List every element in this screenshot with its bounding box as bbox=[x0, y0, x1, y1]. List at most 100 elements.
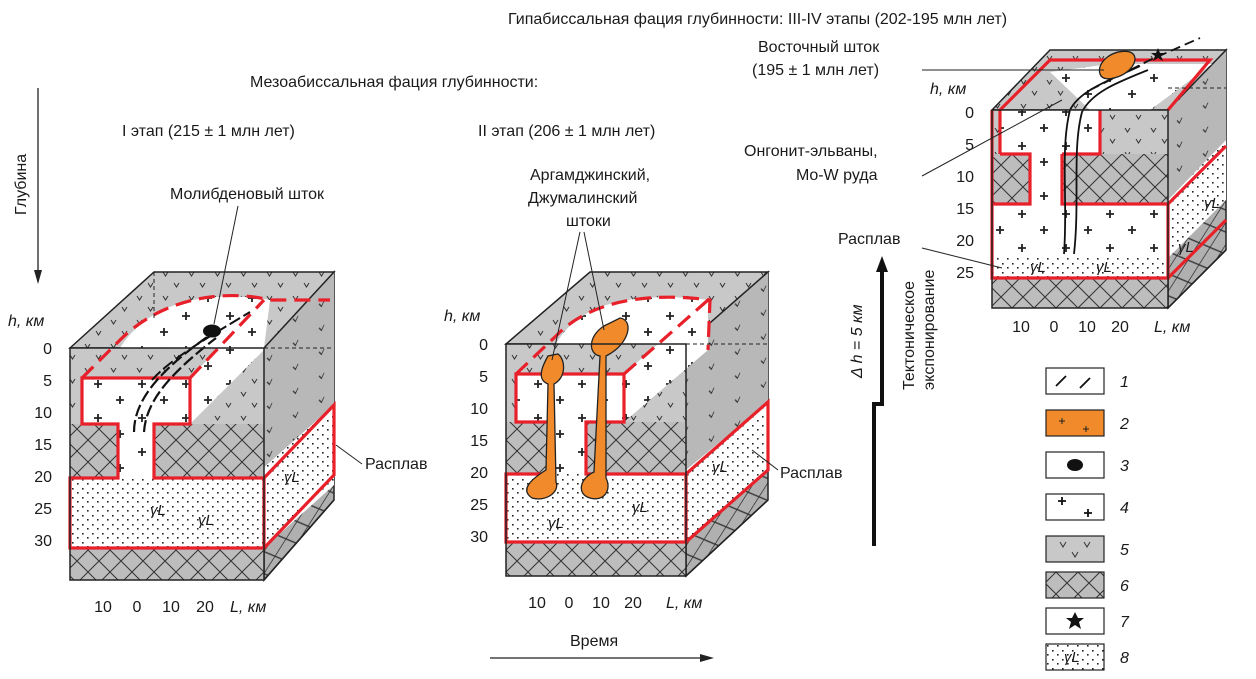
legend-item-7: 7 bbox=[1045, 607, 1130, 635]
h-tick-label: 15 bbox=[34, 437, 52, 454]
h-tick-label: 30 bbox=[34, 533, 52, 550]
legend-num: 3 bbox=[1120, 458, 1129, 475]
time-arrow-head bbox=[700, 654, 714, 662]
gamma-label: γL bbox=[548, 515, 564, 532]
h-axis-label: h, км bbox=[8, 313, 44, 330]
legend-item-3: 3 bbox=[1045, 451, 1129, 479]
h-tick-label: 10 bbox=[470, 401, 488, 418]
stage2-title: II этап (206 ± 1 млн лет) bbox=[478, 123, 655, 140]
h-tick-label: 25 bbox=[470, 497, 488, 514]
h-tick-label: 5 bbox=[43, 373, 52, 390]
h-ticks-stage1: 0 5 10 15 20 25 30 bbox=[34, 341, 52, 550]
l-tick-label: 0 bbox=[1050, 319, 1059, 336]
molybdenum-pointer bbox=[213, 205, 239, 325]
legend-gamma: γL bbox=[1064, 649, 1080, 666]
gamma-label: γL bbox=[712, 459, 728, 476]
block-stage1: γL γL γL bbox=[68, 270, 336, 582]
legend-num: 4 bbox=[1120, 500, 1129, 517]
legend-num: 8 bbox=[1120, 650, 1129, 667]
time-axis-label: Время bbox=[570, 633, 618, 650]
gamma-label: γL bbox=[150, 502, 166, 519]
h-axis-label: h, км bbox=[930, 81, 966, 98]
h-tick-label: 20 bbox=[34, 469, 52, 486]
l-tick-label: 10 bbox=[94, 599, 112, 616]
dzhumalin-stock bbox=[580, 317, 629, 500]
gamma-label: γL bbox=[198, 512, 214, 529]
h-tick-label: 20 bbox=[956, 233, 974, 250]
stocks-label-3: штоки bbox=[566, 213, 611, 230]
gamma-label: γL bbox=[1178, 239, 1194, 256]
l-axis-label: L, км bbox=[1154, 319, 1190, 336]
h-tick-label: 10 bbox=[34, 405, 52, 422]
east-stock-label-1: Восточный шток bbox=[758, 39, 880, 56]
stage1-title: I этап (215 ± 1 млн лет) bbox=[122, 123, 295, 140]
h-tick-label: 0 bbox=[43, 341, 52, 358]
h-axis-label: h, км bbox=[444, 308, 480, 325]
legend: 1 2 3 4 5 6 7 bbox=[1045, 367, 1130, 671]
legend-item-5: 5 bbox=[1045, 535, 1129, 563]
l-tick-label: 10 bbox=[528, 595, 546, 612]
depth-arrow-head bbox=[34, 270, 42, 284]
gamma-label: γL bbox=[284, 469, 300, 486]
east-stock bbox=[1098, 50, 1136, 80]
h-tick-label: 15 bbox=[470, 433, 488, 450]
h-tick-label: 0 bbox=[965, 105, 974, 122]
stocks-label-1: Аргамджинский, bbox=[530, 167, 650, 184]
depth-axis-label: Глубина bbox=[13, 154, 30, 215]
gamma-label: γL bbox=[1204, 195, 1220, 212]
melt-label-stage1: Расплав bbox=[365, 456, 427, 473]
h-tick-label: 30 bbox=[470, 529, 488, 546]
l-tick-label: 20 bbox=[624, 595, 642, 612]
l-axis-label: L, км bbox=[230, 599, 266, 616]
stocks-pointer-1 bbox=[551, 231, 581, 361]
legend-num: 2 bbox=[1119, 416, 1129, 433]
molybdenum-label: Молибденовый шток bbox=[170, 186, 325, 203]
ongonite-label-1: Онгонит-эльваны, bbox=[744, 143, 878, 160]
ongonite-pointer bbox=[921, 99, 1063, 177]
star-icon bbox=[1151, 48, 1165, 61]
melt-pointer-stage2 bbox=[751, 449, 779, 471]
meso-title: Мезоабиссальная фация глубинности: bbox=[250, 74, 538, 91]
top-title: Гипабиссальная фация глубинности: III-IV… bbox=[508, 11, 1007, 28]
exhumation-arrow-head bbox=[876, 256, 888, 272]
legend-num: 6 bbox=[1120, 578, 1129, 595]
legend-item-1: 1 bbox=[1045, 367, 1129, 395]
legend-num: 1 bbox=[1120, 374, 1129, 391]
east-stock-label-2: (195 ± 1 млн лет) bbox=[752, 62, 879, 79]
stocks-label-2: Джумалинский bbox=[528, 190, 637, 207]
l-tick-label: 0 bbox=[565, 595, 574, 612]
h-tick-label: 5 bbox=[965, 137, 974, 154]
legend-item-2: 2 bbox=[1045, 409, 1129, 437]
legend-star-icon bbox=[1066, 612, 1084, 629]
melt-label-stage3: Расплав bbox=[838, 231, 900, 248]
melt-label-stage2: Расплав bbox=[780, 465, 842, 482]
l-tick-label: 10 bbox=[1012, 319, 1030, 336]
ongonite-label-2: Mo-W руда bbox=[796, 167, 878, 184]
melt-pointer-stage1 bbox=[335, 444, 363, 465]
exhumation-arrow bbox=[872, 270, 884, 546]
h-tick-label: 25 bbox=[34, 501, 52, 518]
legend-num: 7 bbox=[1120, 614, 1130, 631]
h-tick-label: 20 bbox=[470, 465, 488, 482]
l-tick-label: 0 bbox=[133, 599, 142, 616]
delta-h-label: Δ h = 5 км bbox=[849, 304, 866, 379]
l-tick-label: 10 bbox=[162, 599, 180, 616]
stocks-pointer-2 bbox=[583, 231, 605, 331]
l-tick-label: 20 bbox=[1111, 319, 1129, 336]
l-ticks-stage2: 10 0 10 20 bbox=[528, 595, 642, 612]
argamdzhin-stock bbox=[526, 353, 565, 500]
legend-item-4: 4 bbox=[1045, 493, 1129, 521]
gamma-label: γL bbox=[1030, 259, 1046, 276]
l-tick-label: 10 bbox=[592, 595, 610, 612]
l-axis-label: L, км bbox=[666, 595, 702, 612]
block-stage3: γL γL γL γL bbox=[990, 37, 1228, 310]
h-tick-label: 15 bbox=[956, 201, 974, 218]
gamma-label: γL bbox=[1096, 259, 1112, 276]
l-tick-label: 10 bbox=[1078, 319, 1096, 336]
legend-num: 5 bbox=[1120, 542, 1129, 559]
gamma-label: γL bbox=[632, 499, 648, 516]
